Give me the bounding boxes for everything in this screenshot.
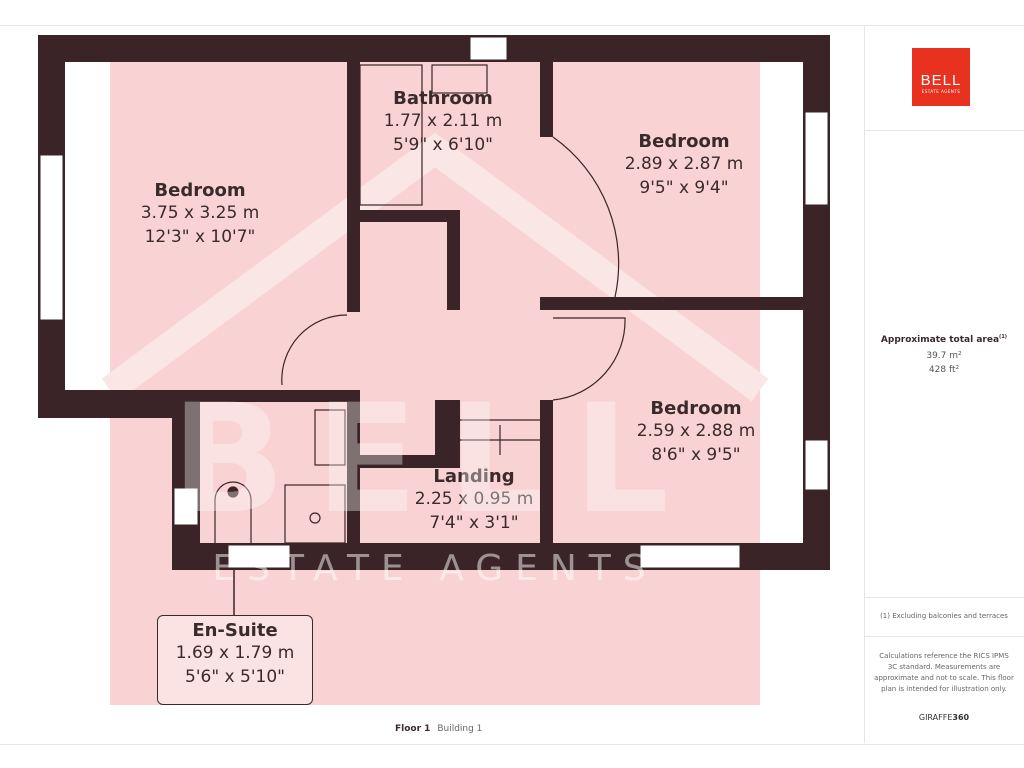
divider (865, 597, 1024, 598)
page-frame (0, 25, 1024, 745)
watermark-brand: BELL (171, 373, 699, 547)
room-imperial: 5'9" x 6'10" (393, 135, 493, 155)
room-name: Landing (433, 466, 515, 487)
room-name: Bedroom (638, 131, 730, 152)
room-imperial: 9'5" x 9'4" (639, 178, 729, 198)
room-name: Bedroom (154, 180, 246, 201)
room-label-bedroom-2: Bedroom 2.89 x 2.87 m 9'5" x 9'4" (625, 131, 744, 200)
disclaimer-note: Calculations reference the RICS IPMS 3C … (874, 652, 1014, 693)
room-label-bedroom-3: Bedroom 2.59 x 2.88 m 8'6" x 9'5" (637, 398, 756, 467)
area-title: Approximate total area (880, 335, 1000, 345)
room-name: Bathroom (393, 88, 493, 109)
floor-label: Floor 1 (395, 724, 431, 734)
room-label-bathroom: Bathroom 1.77 x 2.11 m 5'9" x 6'10" (384, 88, 503, 157)
exclusion-note: (1) Excluding balconies and terraces (880, 612, 1008, 620)
room-imperial: 8'6" x 9'5" (651, 445, 741, 465)
building-label: Building 1 (437, 724, 483, 734)
room-label-bedroom-1: Bedroom 3.75 x 3.25 m 12'3" x 10'7" (141, 180, 260, 249)
info-panel (864, 25, 1024, 743)
logo-tagline: ESTATE AGENTS (921, 89, 961, 94)
room-imperial: 7'4" x 3'1" (429, 513, 519, 533)
windows (39, 36, 829, 569)
room-metric: 2.89 x 2.87 m (624, 154, 744, 174)
room-metric: 3.75 x 3.25 m (140, 203, 260, 223)
room-label-ensuite: En-Suite 1.69 x 1.79 m 5'6" x 5'10" (176, 620, 295, 689)
brand-suffix: 360 (952, 713, 970, 722)
room-imperial: 5'6" x 5'10" (185, 667, 285, 687)
divider (865, 130, 1024, 131)
fixtures (214, 64, 626, 544)
area-metric: 39.7 m² (926, 351, 962, 361)
logo-brand: BELL (920, 72, 962, 89)
area-footnote-mark: (1) (999, 334, 1008, 340)
room-metric: 1.69 x 1.79 m (175, 643, 295, 663)
divider (865, 636, 1024, 637)
total-area: Approximate total area(1) 39.7 m² 428 ft… (864, 334, 1024, 377)
ensuite-callout-box (157, 615, 313, 705)
floor-footer: Floor 1 Building 1 (395, 724, 482, 734)
giraffe360-brand: GIRAFFE360 (874, 712, 1014, 723)
bell-logo: BELL ESTATE AGENTS (912, 48, 970, 106)
brand-prefix: GIRAFFE (918, 713, 953, 722)
watermark-tagline: ESTATE AGENTS (212, 548, 658, 589)
room-metric: 2.25 x 0.95 m (414, 489, 534, 509)
floor-plan (38, 35, 830, 705)
room-name: En-Suite (192, 620, 278, 641)
room-name: Bedroom (650, 398, 742, 419)
room-label-landing: Landing 2.25 x 0.95 m 7'4" x 3'1" (415, 466, 534, 535)
room-metric: 1.77 x 2.11 m (383, 111, 503, 131)
ensuite-leader-line (233, 570, 235, 616)
area-imperial: 428 ft² (928, 365, 960, 375)
room-imperial: 12'3" x 10'7" (144, 227, 256, 247)
watermark-background (110, 62, 760, 705)
room-metric: 2.59 x 2.88 m (636, 421, 756, 441)
